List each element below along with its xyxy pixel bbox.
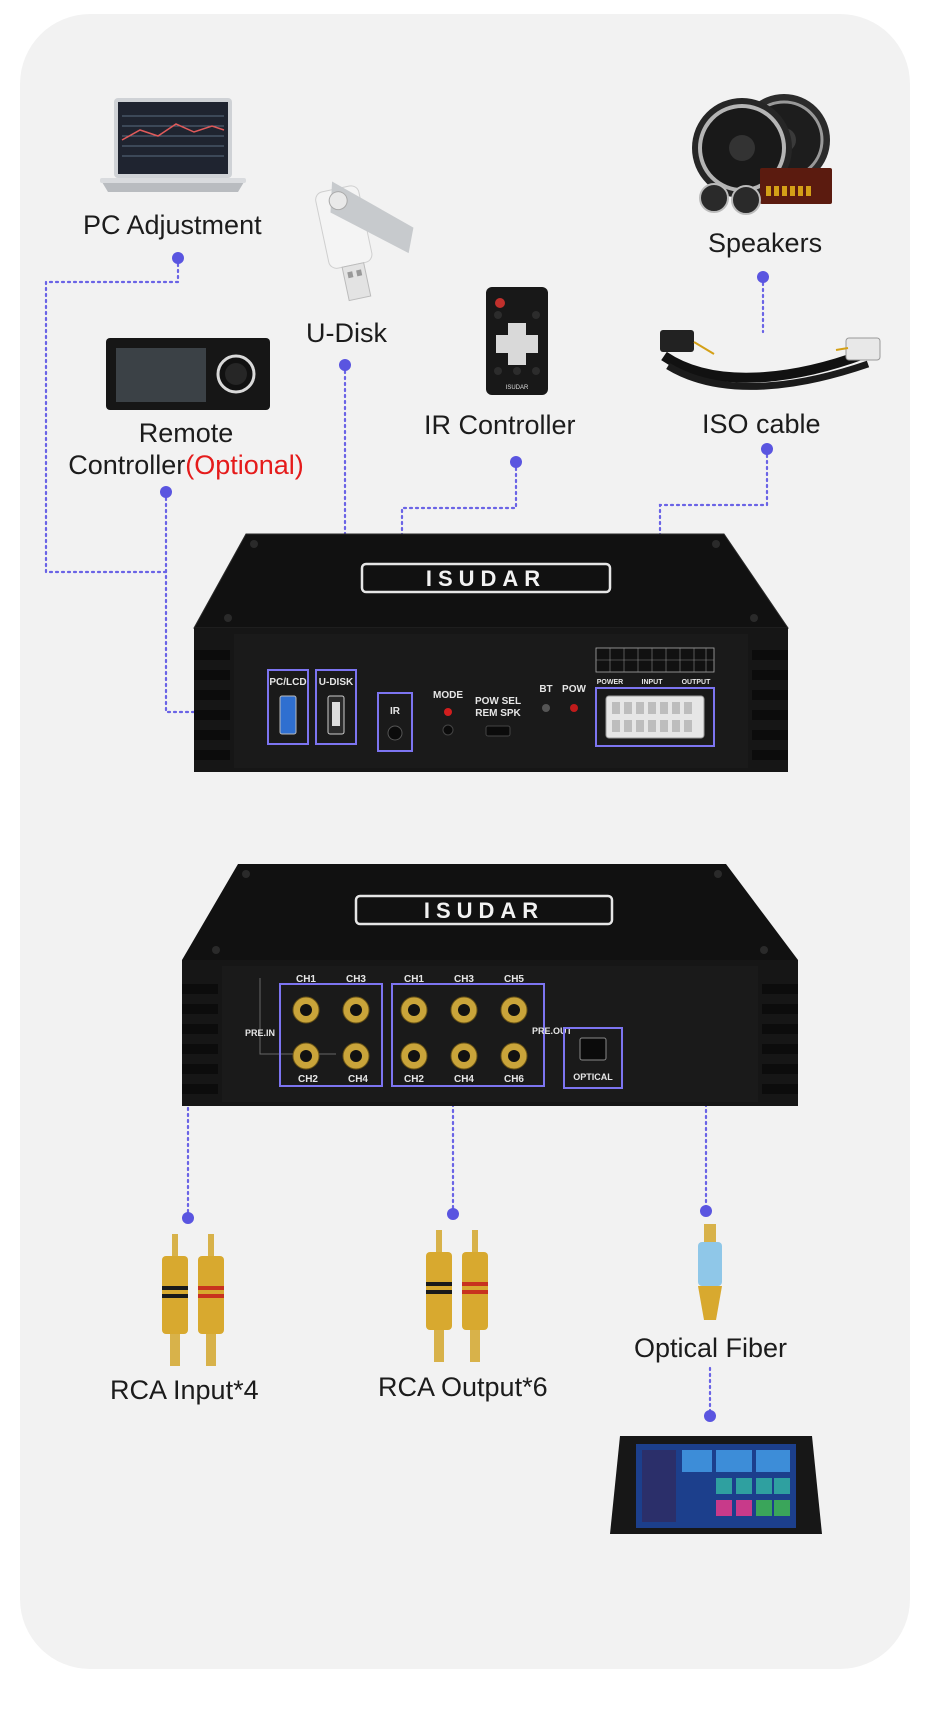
connector-dot [160,486,172,498]
ir-remote-image: ISUDAR [486,287,548,395]
connector-dot [700,1205,712,1217]
out-ch4-label: CH4 [454,1074,474,1085]
usb-stick-image [315,181,414,302]
optical-port-label: OPTICAL [573,1072,613,1082]
rca-output-label: RCA Output*6 [378,1372,548,1402]
remote-brand: ISUDAR [506,385,529,391]
controller-text: Controller [68,450,186,480]
rca-input-plugs-image [162,1234,224,1366]
input-label: INPUT [642,679,664,686]
rem-spk-label: REM SPK [475,708,521,719]
speakers-image [692,94,832,215]
pc-lcd-port-label: PC/LCD [269,677,306,688]
pc-adjustment-label: PC Adjustment [83,210,262,240]
ir-port-label: IR [390,706,401,717]
pow-sel-label: POW SEL [475,696,521,707]
connector-dot [339,359,351,371]
out-ch1-label: CH1 [404,974,424,985]
in-ch3-label: CH3 [346,974,366,985]
pre-in-label: PRE.IN [245,1028,275,1038]
speakers-label: Speakers [708,228,823,258]
in-ch2-label: CH2 [298,1074,318,1085]
connector-dot [182,1212,194,1224]
dsp-amplifier-front: ISUDAR PC/LCD U-DISK IR MODE POW SEL REM… [193,533,789,772]
in-ch4-label: CH4 [348,1074,368,1085]
connector-dot [761,443,773,455]
u-disk-label: U-Disk [306,318,387,348]
u-disk-port-label: U-DISK [319,677,354,688]
out-ch2-label: CH2 [404,1074,424,1085]
connector-dot [447,1208,459,1220]
connector-dot [704,1410,716,1422]
iso-cable-image [660,330,881,390]
out-ch6-label: CH6 [504,1074,524,1085]
power-label: POWER [597,679,623,686]
pow-label: POW [562,684,586,695]
optical-fiber-plug-image [698,1224,722,1320]
remote-label-line1: Remote [138,418,234,448]
rca-input-label: RCA Input*4 [110,1375,259,1405]
iso-cable-label: ISO cable [702,409,821,439]
dsp-amplifier-rear: ISUDAR CH1 CH3 CH2 CH4 PRE.IN CH1 CH3 CH… [182,864,798,1106]
brand-logo: ISUDAR [426,566,546,591]
ir-controller-label: IR Controller [424,410,576,440]
diagram-card [20,14,910,1669]
laptop-image [100,98,246,192]
connector-dot [172,252,184,264]
connector-dot [757,271,769,283]
in-ch1-label: CH1 [296,974,316,985]
pre-out-label: PRE.OUT [532,1026,573,1036]
bt-label: BT [539,684,552,695]
out-ch3-label: CH3 [454,974,474,985]
mode-label: MODE [433,690,463,701]
optical-fiber-label: Optical Fiber [634,1333,788,1363]
car-head-unit-image [610,1436,822,1534]
brand-logo-2: ISUDAR [424,898,544,923]
rca-output-plugs-image [426,1230,488,1362]
remote-controller-image [106,338,270,410]
remote-label-line2: Controller(Optional) [56,452,316,479]
remote-controller-label: Remote Controller(Optional) [56,420,316,479]
connector-dot [510,456,522,468]
output-label: OUTPUT [682,679,712,686]
out-ch5-label: CH5 [504,974,524,985]
optional-tag: (Optional) [185,450,304,480]
